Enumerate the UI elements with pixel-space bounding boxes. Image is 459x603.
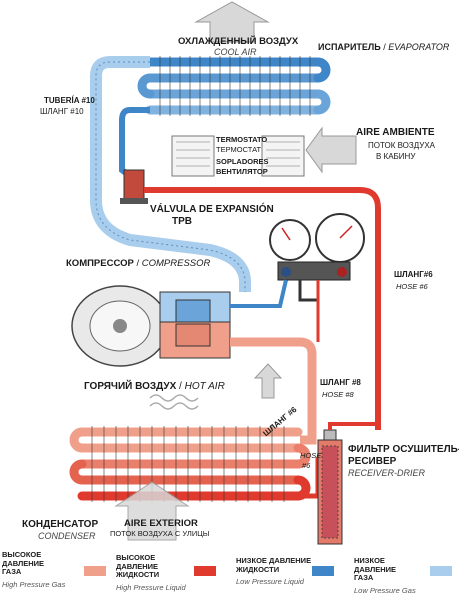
legend-low-liquid-sub: Low Pressure Liquid bbox=[236, 577, 304, 587]
evaporator-fins bbox=[159, 56, 311, 116]
compressor-en: COMPRESSOR bbox=[141, 258, 211, 269]
hose6c-en-1: HOSE bbox=[300, 451, 322, 460]
manifold-gauges bbox=[269, 213, 365, 302]
cool-air-ru: ОХЛАЖДЕННЫЙ ВОЗДУХ bbox=[178, 36, 299, 47]
cool-air-title: ОХЛАЖДЕННЫЙ ВОЗДУХ bbox=[178, 36, 299, 47]
legend-high-gas-main-2: ГАЗА bbox=[2, 567, 22, 577]
exterior-air-arrow bbox=[114, 481, 190, 541]
legend-high-gas-main-1: ВЫСОКОЕ ДАВЛЕНИЕ bbox=[2, 550, 45, 568]
blower-right bbox=[261, 135, 305, 177]
hot-air-ru: ГОРЯЧИЙ ВОЗДУХ bbox=[84, 381, 177, 392]
expansion-es: VÁLVULA DE EXPANSIÓN bbox=[150, 204, 274, 215]
evaporator-ru: ИСПАРИТЕЛЬ bbox=[318, 42, 381, 52]
legend-item-high-gas: ВЫСОКОЕ ДАВЛЕНИЕ ГАЗА High Pressure Gas bbox=[2, 550, 80, 590]
legend-high-liquid-main-2: ЖИДКОСТИ bbox=[116, 570, 160, 580]
discharge-line bbox=[230, 337, 317, 445]
low-liquid-line bbox=[119, 107, 150, 181]
cool-air-arrow bbox=[194, 1, 270, 43]
receiver-en: RECEIVER-DRIER bbox=[348, 468, 426, 478]
exterior-ru: ПОТОК ВОЗДУХА С УЛИЦЫ bbox=[110, 529, 210, 538]
hot-air-arrow bbox=[253, 363, 283, 399]
compressor-ru: КОМПРЕССОР bbox=[66, 258, 134, 269]
blower-left bbox=[171, 135, 215, 177]
legend-low-liquid-main-2: ЖИДКОСТИ bbox=[236, 564, 280, 574]
compressor bbox=[71, 285, 231, 367]
legend-swatch-high-gas bbox=[84, 566, 106, 576]
evaporator-label: ИСПАРИТЕЛЬ / EVAPORATOR bbox=[318, 42, 450, 52]
heat-waves bbox=[149, 394, 199, 410]
legend-swatch-high-liquid bbox=[194, 566, 216, 576]
tubing-es: TUBERÍA #10 bbox=[44, 96, 95, 105]
receiver-ru-1: ФИЛЬТР ОСУШИТЕЛЬ- bbox=[348, 444, 459, 455]
receiver-ru-2: РЕСИВЕР bbox=[348, 456, 397, 467]
legend-low-liquid-main-1: НИЗКОЕ ДАВЛЕНИЕ bbox=[236, 556, 312, 565]
exterior-es: AIRE EXTERIOR bbox=[124, 518, 198, 529]
thermostat-ru: ТЕРМОСТАТ bbox=[216, 145, 262, 154]
blower-ru: ВЕНТИЛЯТОР bbox=[216, 167, 268, 176]
tubing-ru: ШЛАНГ #10 bbox=[40, 107, 84, 116]
hose6-ru: ШЛАНГ#6 bbox=[394, 270, 433, 279]
ambient-ru-2: В КАБИНУ bbox=[376, 152, 416, 161]
hose6-en: HOSE #6 bbox=[396, 282, 428, 291]
expansion-ru: ТРВ bbox=[172, 216, 192, 227]
evaporator-coil bbox=[137, 57, 331, 115]
ambient-es: AIRE AMBIENTE bbox=[356, 127, 435, 138]
legend-high-liquid-sub: High Pressure Liquid bbox=[116, 582, 186, 592]
legend-high-liquid-main-1: ВЫСОКОЕ ДАВЛЕНИЕ bbox=[116, 553, 159, 571]
hose6c-en-2: #6 bbox=[302, 461, 311, 470]
hot-air-label: ГОРЯЧИЙ ВОЗДУХ / HOT AIR bbox=[84, 381, 225, 392]
hose8-ru: ШЛАНГ #8 bbox=[320, 378, 361, 387]
cool-air-en: COOL AIR bbox=[214, 47, 257, 57]
hose8-en: HOSE #8 bbox=[322, 390, 354, 399]
receiver-drier bbox=[317, 422, 378, 545]
ambient-air-arrow bbox=[305, 126, 357, 174]
legend-swatch-low-liquid bbox=[312, 566, 334, 576]
hot-air-en: HOT AIR bbox=[184, 381, 225, 392]
ambient-ru-1: ПОТОК ВОЗДУХА bbox=[368, 141, 435, 150]
condenser-en: CONDENSER bbox=[38, 531, 96, 541]
condenser-coil bbox=[69, 427, 311, 501]
legend-item-high-liquid: ВЫСОКОЕ ДАВЛЕНИЕ ЖИДКОСТИ High Pressure … bbox=[116, 553, 192, 593]
legend-low-gas-sub: Low Pressure Gas bbox=[354, 585, 416, 595]
condenser-ru: КОНДЕНСАТОР bbox=[22, 519, 99, 530]
thermostat-es: TERMOSTATO bbox=[216, 135, 268, 144]
condenser-fins bbox=[91, 426, 285, 502]
compressor-label: КОМПРЕССОР / COMPRESSOR bbox=[66, 258, 211, 269]
expansion-valve bbox=[123, 169, 145, 201]
legend-low-gas-main-1: НИЗКОЕ ДАВЛЕНИЕ bbox=[354, 556, 397, 574]
legend-low-gas-main-2: ГАЗА bbox=[354, 573, 374, 583]
legend-item-low-gas: НИЗКОЕ ДАВЛЕНИЕ ГАЗА Low Pressure Gas bbox=[354, 556, 426, 596]
legend-swatch-low-gas bbox=[430, 566, 452, 576]
blowers-es: SOPLADORES bbox=[216, 157, 269, 166]
evaporator-en: EVAPORATOR bbox=[388, 42, 450, 52]
legend-item-low-liquid: НИЗКОЕ ДАВЛЕНИЕ ЖИДКОСТИ Low Pressure Li… bbox=[236, 556, 312, 587]
high-liquid-line bbox=[144, 187, 381, 430]
legend-high-gas-sub: High Pressure Gas bbox=[2, 579, 66, 589]
